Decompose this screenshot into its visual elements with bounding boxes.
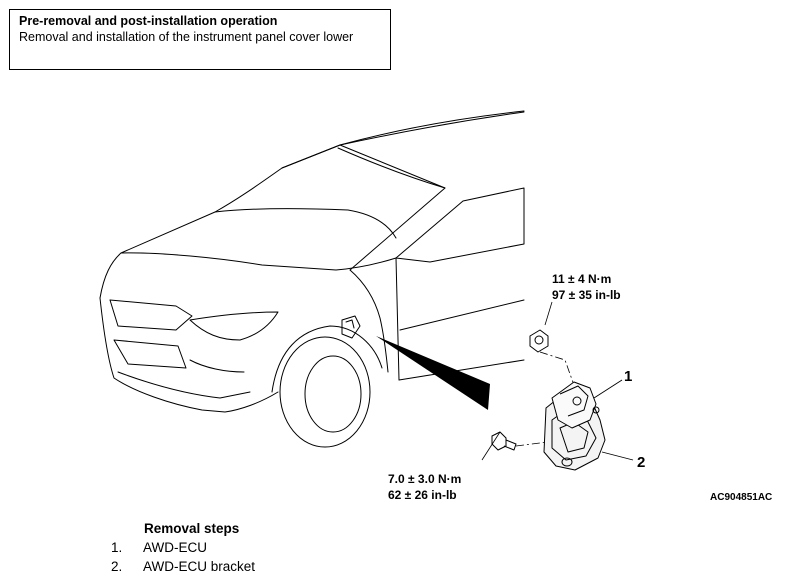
step-label: AWD-ECU	[143, 540, 207, 555]
car-fender-line	[349, 269, 389, 373]
bolt-install-path	[515, 441, 549, 447]
car-wheel-arch	[271, 325, 383, 393]
bolt-leader	[481, 431, 501, 461]
car-a-pillar	[337, 147, 446, 189]
car-windshield	[281, 144, 446, 271]
car-grille-upper	[109, 299, 193, 331]
car-hood-line	[120, 252, 397, 271]
car-headlight	[189, 311, 279, 341]
removal-steps-heading: Removal steps	[144, 521, 240, 536]
removal-step-1: 1. AWD-ECU	[111, 540, 207, 555]
figure-code: AC904851AC	[710, 492, 772, 503]
car-grille-lower	[113, 339, 187, 369]
callout-1-leader	[593, 379, 623, 399]
car-side-window	[395, 187, 525, 263]
callout-2: 2	[637, 454, 645, 471]
car-door-line	[395, 257, 525, 381]
operation-title: Pre-removal and post-installation operat…	[19, 14, 278, 28]
operation-info-box: Pre-removal and post-installation operat…	[9, 9, 391, 70]
car-windshield-base	[214, 208, 397, 239]
torque-top-inlb: 97 ± 35 in-lb	[552, 288, 621, 302]
car-belt-line	[399, 299, 525, 331]
torque-top-nm: 11 ± 4 N·m	[552, 272, 611, 286]
car-tire	[279, 336, 371, 448]
torque-bottom-nm: 7.0 ± 3.0 N·m	[388, 472, 461, 486]
part-location-marker	[341, 315, 361, 339]
nut-top	[529, 329, 549, 353]
callout-2-leader	[601, 451, 634, 461]
operation-subtitle: Removal and installation of the instrume…	[19, 30, 354, 44]
location-arrow	[376, 336, 490, 410]
torque-bottom-inlb: 62 ± 26 in-lb	[388, 488, 457, 502]
car-body-outline	[99, 110, 525, 299]
step-number: 2.	[111, 559, 123, 574]
car-fog-area	[189, 359, 245, 373]
step-label: AWD-ECU bracket	[143, 559, 256, 574]
nut-leader	[544, 301, 553, 326]
car-front-fascia	[99, 297, 279, 413]
car-bumper-lower	[117, 371, 251, 399]
bolt-bottom	[491, 431, 517, 451]
car-roof	[339, 111, 525, 146]
removal-step-2: 2. AWD-ECU bracket	[111, 559, 255, 574]
callout-1: 1	[624, 368, 632, 385]
car-rim	[304, 355, 362, 433]
step-number: 1.	[111, 540, 123, 555]
nut-install-path	[539, 351, 576, 389]
